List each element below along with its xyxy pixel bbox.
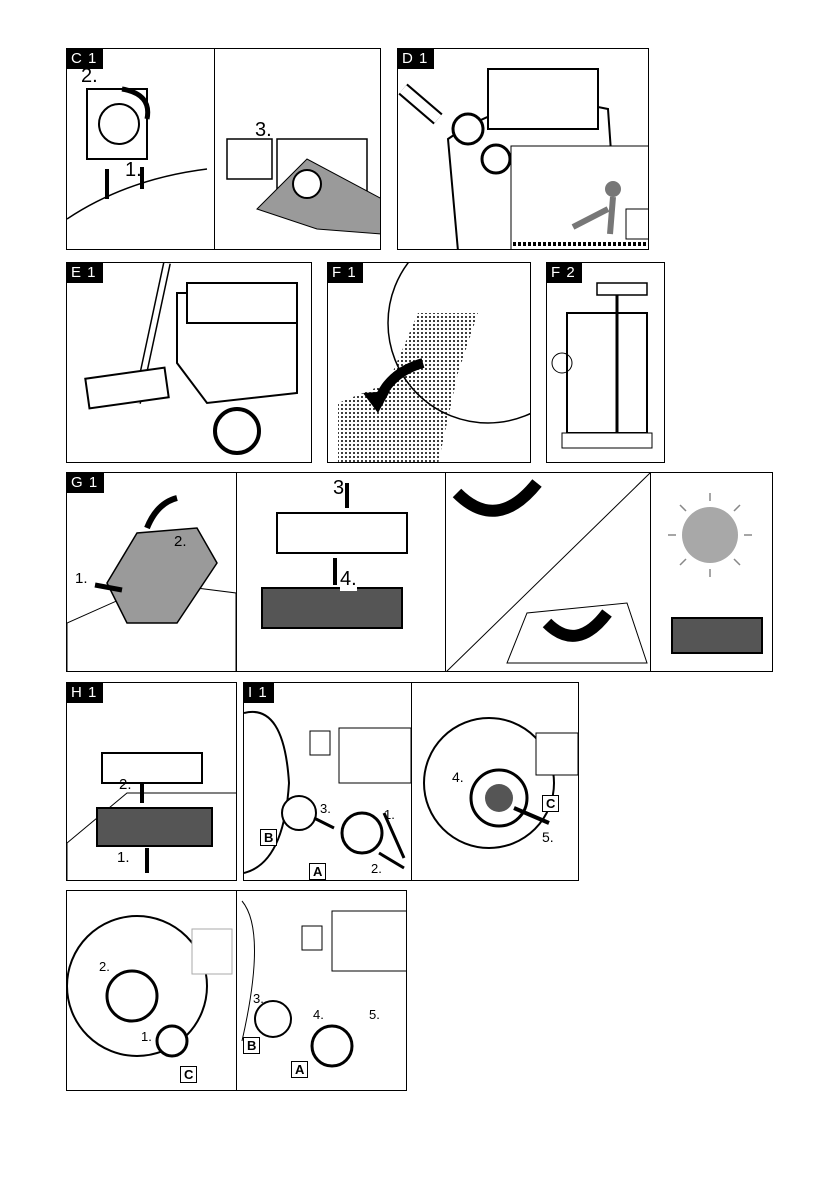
step-label: 1. (125, 159, 142, 181)
divider (236, 891, 237, 1090)
step-label: 3. (255, 119, 272, 141)
figure-i1: I 1 3. 1. 2. 4. 5. B A C (243, 682, 579, 881)
step-label: 2. (119, 776, 132, 793)
divider (650, 473, 651, 671)
figure-tag: F 1 (328, 263, 363, 283)
step-label: 2. (174, 533, 187, 550)
step-label: 1. (75, 570, 88, 587)
figure-c1: C 1 2. 1. 3. (66, 48, 381, 250)
figure-g1: G 1 1. 2. 3. 4. (66, 472, 773, 672)
part-label-c: C (180, 1066, 198, 1083)
round-filter-removal-illustration (244, 710, 578, 874)
figure-e1: E 1 (66, 262, 312, 463)
step-label: 5. (369, 1007, 380, 1022)
step-label: 4. (313, 1007, 324, 1022)
step-label: 3. (253, 991, 264, 1006)
step-label: 5. (542, 829, 554, 845)
figure-tag: I 1 (244, 683, 274, 703)
figure-h1: H 1 2. 1. (66, 682, 237, 881)
figure-tag: G 1 (67, 473, 105, 493)
figure-round-filter-install: 2. 1. 3. 4. 5. C B A (66, 890, 407, 1091)
figure-f2: F 2 (546, 262, 665, 463)
divider (214, 49, 215, 249)
step-label: 4. (340, 568, 357, 591)
filter-insert-illustration (67, 752, 236, 880)
part-label-b: B (243, 1037, 261, 1054)
figure-tag: D 1 (398, 49, 435, 69)
step-label: 1. (141, 1029, 152, 1044)
divider (445, 473, 446, 671)
step-label: 4. (452, 769, 464, 785)
figure-tag: F 2 (547, 263, 582, 283)
vacuum-hose-illustration (398, 68, 648, 249)
part-label-b: B (260, 829, 278, 846)
step-label: 3. (320, 801, 331, 816)
step-label: 2. (99, 959, 110, 974)
part-label-c: C (542, 795, 560, 812)
step-label: 2. (81, 65, 98, 87)
round-filter-install-illustration (67, 900, 406, 1068)
flat-filter-cleaning-illustration (67, 473, 763, 671)
filter-bag-illustration (67, 86, 380, 235)
step-label: 1. (384, 807, 395, 822)
step-label: 3. (333, 477, 350, 499)
step-label: 2. (371, 861, 382, 876)
step-label: 1. (117, 849, 130, 866)
figure-tag: H 1 (67, 683, 104, 703)
emptying-container-illustration (338, 263, 530, 462)
part-label-a: A (309, 863, 327, 880)
figure-tag: E 1 (67, 263, 103, 283)
accessory-storage-illustration (551, 282, 653, 449)
figure-d1: D 1 (397, 48, 649, 250)
part-label-a: A (291, 1061, 309, 1078)
divider (236, 473, 237, 671)
figure-f1: F 1 (327, 262, 531, 463)
figure-tag: C 1 (67, 49, 104, 69)
vacuum-with-nozzle-illustration (84, 263, 298, 455)
